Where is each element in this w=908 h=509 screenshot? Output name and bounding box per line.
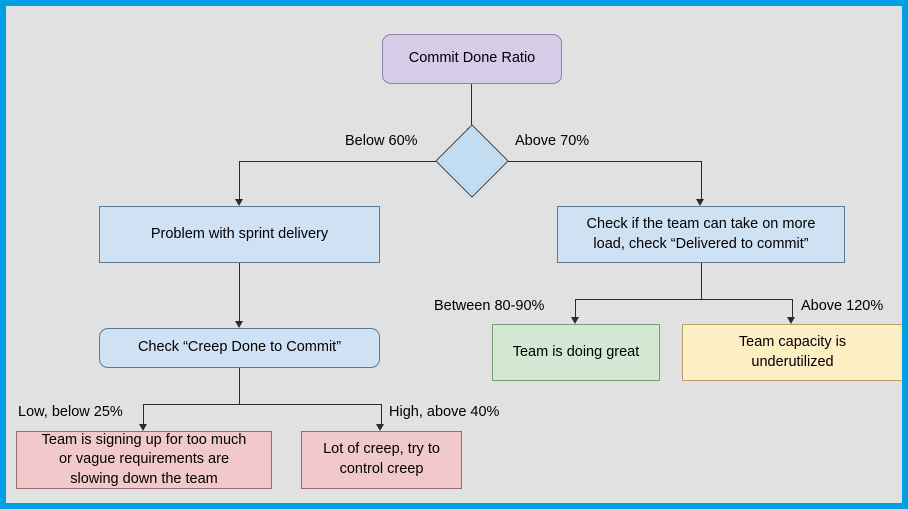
edge-problem-to-creep	[239, 263, 241, 321]
diamond-shape	[435, 124, 509, 198]
edge-label-high-above-40: High, above 40%	[389, 404, 500, 420]
edge-label-above-120: Above 120%	[801, 298, 884, 314]
edge-capacity-split-right	[700, 299, 792, 301]
edge-creep-left-drop	[143, 404, 145, 424]
arrowhead-capacity-to-underutilized	[787, 317, 795, 324]
arrowhead-capacity-to-doing-great	[570, 317, 579, 324]
arrowhead-decision-to-capacity	[696, 199, 704, 206]
edge-capacity-split-left	[575, 299, 702, 301]
edge-decision-left-horizontal	[239, 161, 447, 163]
edge-creep-stem	[239, 368, 241, 405]
arrowhead-problem-to-creep	[234, 321, 243, 328]
node-lot-of-creep[interactable]: Lot of creep, try to control creep	[301, 431, 462, 489]
node-signing-up-for-too-much[interactable]: Team is signing up for too much or vague…	[16, 431, 272, 489]
edge-capacity-stem	[700, 263, 702, 300]
arrowhead-creep-to-lot-of-creep	[376, 424, 384, 431]
arrowhead-creep-to-signing-up	[138, 424, 147, 431]
node-team-capacity-underutilized[interactable]: Team capacity is underutilized	[682, 324, 902, 381]
edge-label-low-below-25: Low, below 25%	[18, 404, 123, 420]
edge-decision-right-horizontal	[497, 161, 702, 163]
edge-creep-right-drop	[380, 404, 382, 424]
node-check-creep-done-to-commit[interactable]: Check “Creep Done to Commit”	[99, 328, 380, 368]
arrowhead-decision-to-problem	[234, 199, 243, 206]
node-decision-diamond[interactable]	[435, 124, 509, 198]
node-team-is-doing-great[interactable]: Team is doing great	[492, 324, 660, 381]
edge-decision-right-vertical	[700, 161, 702, 199]
node-problem-with-sprint-delivery[interactable]: Problem with sprint delivery	[99, 206, 380, 263]
edge-decision-left-vertical	[239, 161, 241, 199]
edge-label-above-70: Above 70%	[515, 133, 590, 149]
edge-label-between-80-90: Between 80-90%	[434, 298, 545, 314]
edge-label-below-60: Below 60%	[345, 133, 418, 149]
node-commit-done-ratio[interactable]: Commit Done Ratio	[382, 34, 562, 84]
edge-capacity-right-drop	[791, 299, 793, 317]
node-check-team-capacity[interactable]: Check if the team can take on more load,…	[557, 206, 845, 263]
edge-creep-split-horizontal	[143, 404, 382, 406]
edge-capacity-left-drop	[575, 299, 577, 317]
edge-ratio-to-decision	[471, 84, 473, 129]
